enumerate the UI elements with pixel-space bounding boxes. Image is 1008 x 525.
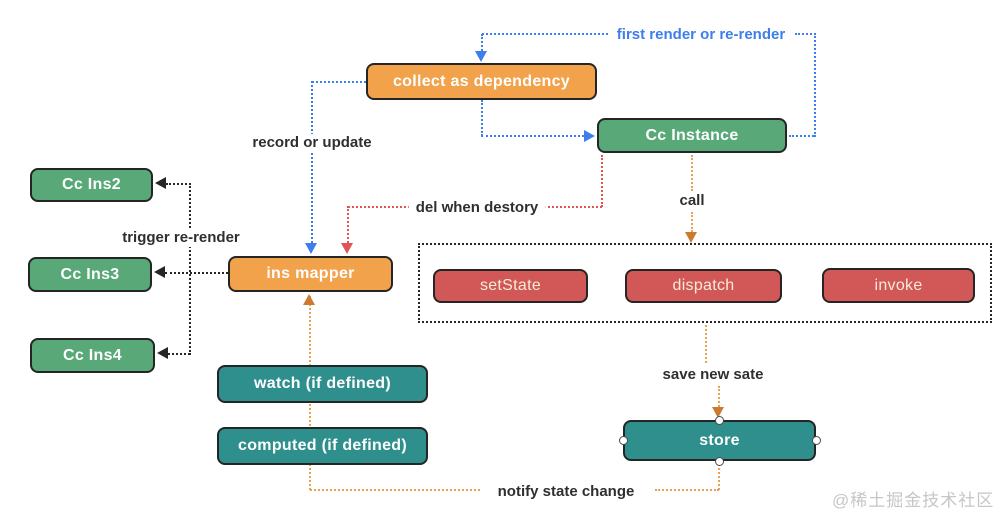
edge-trigger-to-ins4	[168, 353, 190, 355]
arrowhead-into-collect	[475, 51, 487, 62]
arrowhead-into-store	[712, 407, 724, 418]
edge-call-upper	[691, 155, 693, 191]
edge-first-render-seg-top-left	[482, 33, 608, 35]
arrowhead-into-ins-mapper-bottom	[303, 294, 315, 305]
edge-first-render-seg-from-instance	[789, 135, 814, 137]
edge-notify-from-store	[718, 464, 720, 490]
arrowhead-del-destory-into-ins-mapper	[341, 243, 353, 254]
edge-first-render-seg-into-collect	[481, 34, 483, 51]
node-computed: computed (if defined)	[217, 427, 428, 465]
edge-first-render-seg-top-right	[795, 33, 816, 35]
edge-trigger-vertical	[189, 183, 191, 355]
edge-label-record-or-update: record or update	[245, 134, 379, 152]
edge-collect-to-instance-horizontal	[481, 135, 584, 137]
edge-label-trigger-re-render: trigger re-render	[115, 229, 247, 247]
edge-record-update-vertical	[311, 81, 313, 243]
arrowhead-record-update-into-ins-mapper	[305, 243, 317, 254]
node-dispatch: dispatch	[625, 269, 782, 303]
edge-label-save-new-sate: save new sate	[655, 366, 771, 384]
store-handle-left	[619, 436, 628, 445]
node-setstate: setState	[433, 269, 588, 303]
watermark-juejin: @稀土掘金技术社区	[832, 491, 995, 510]
node-invoke: invoke	[822, 268, 975, 303]
edge-label-notify-state-change: notify state change	[490, 483, 642, 501]
store-handle-top	[715, 416, 724, 425]
arrowhead-into-cc-instance	[584, 130, 595, 142]
node-store: store	[623, 420, 816, 461]
node-ins-mapper: ins mapper	[228, 256, 393, 292]
edge-notify-left	[310, 489, 480, 491]
node-watch: watch (if defined)	[217, 365, 428, 403]
edge-save-sate-lower	[718, 386, 720, 407]
node-cc-instance: Cc Instance	[597, 118, 787, 153]
arrowhead-into-cc-ins2	[155, 177, 166, 189]
edge-label-first-render: first render or re-render	[609, 26, 793, 44]
node-collect-as-dependency: collect as dependency	[366, 63, 597, 100]
store-handle-bottom	[715, 457, 724, 466]
edge-label-del-when-destory: del when destory	[408, 199, 546, 217]
node-cc-ins2: Cc Ins2	[30, 168, 153, 202]
edge-save-sate-upper	[705, 325, 707, 363]
arrowhead-into-cc-ins4	[157, 347, 168, 359]
arrowhead-call-into-group	[685, 232, 697, 243]
call-methods-group-border	[418, 243, 992, 323]
edge-trigger-to-ins3	[165, 272, 228, 274]
edge-trigger-to-ins2	[166, 183, 191, 185]
edge-first-render-seg-right-vertical	[814, 33, 816, 137]
arrowhead-into-cc-ins3	[154, 266, 165, 278]
edge-del-destory-from-instance	[601, 155, 603, 207]
node-cc-ins4: Cc Ins4	[30, 338, 155, 373]
edge-record-update-horizontal	[312, 81, 366, 83]
edge-collect-to-instance-vertical	[481, 100, 483, 136]
edge-notify-right	[655, 489, 719, 491]
edge-label-call: call	[672, 192, 712, 210]
edge-del-destory-vertical	[347, 206, 349, 243]
edge-call-lower	[691, 212, 693, 232]
node-cc-ins3: Cc Ins3	[28, 257, 152, 292]
store-handle-right	[812, 436, 821, 445]
